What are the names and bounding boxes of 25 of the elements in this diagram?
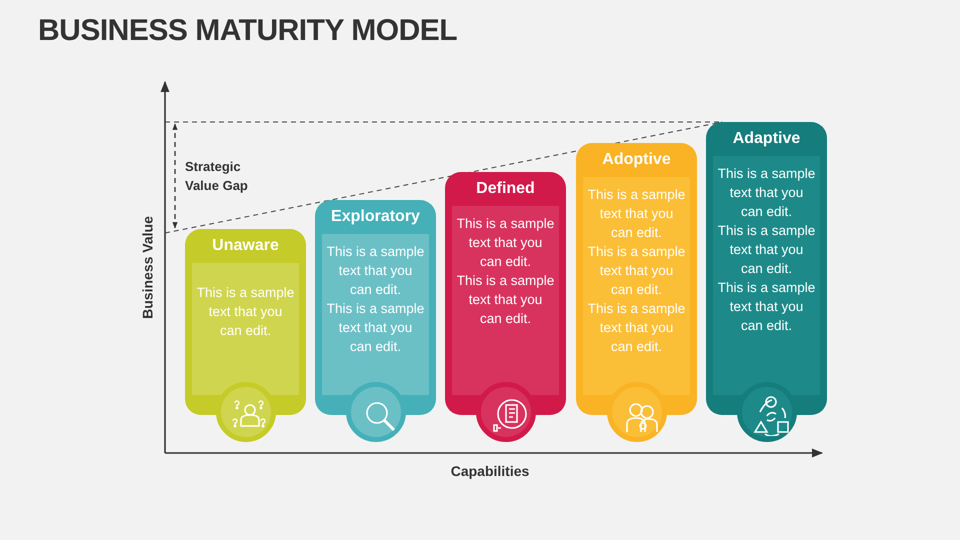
stage-heading: Adoptive [601, 150, 672, 170]
stage-description: This is a sample text that you can edit. [326, 243, 426, 299]
stage-description: This is a sample text that you can edit. [586, 243, 686, 299]
stage-description: This is a sample text that you can edit. [586, 300, 686, 356]
stage-description: This is a sample text that you can edit. [716, 222, 816, 278]
stage-card [706, 122, 827, 415]
stage-heading: Exploratory [330, 207, 421, 227]
title: BUSINESS MATURITY MODEL [38, 14, 458, 48]
axis-label: Capabilities [450, 462, 530, 481]
stage-description: This is a sample text that you can edit. [456, 272, 556, 328]
stage-heading: Unaware [211, 236, 280, 256]
stage-heading: Defined [475, 179, 536, 199]
stage-card [185, 229, 306, 415]
stage-card [445, 172, 566, 415]
annotation-label: Strategic Value Gap [185, 158, 249, 195]
axis-label: Business Value [138, 215, 156, 321]
stage-card [315, 200, 436, 415]
stage-heading: Adaptive [732, 129, 802, 149]
stage-description: This is a sample text that you can edit. [716, 279, 816, 335]
stage-description: This is a sample text that you can edit. [326, 300, 426, 356]
stage-card [576, 143, 697, 415]
stage-description: This is a sample text that you can edit. [586, 186, 686, 242]
stage-description: This is a sample text that you can edit. [196, 284, 296, 340]
stage-description: This is a sample text that you can edit. [716, 165, 816, 221]
stage-description: This is a sample text that you can edit. [456, 215, 556, 271]
